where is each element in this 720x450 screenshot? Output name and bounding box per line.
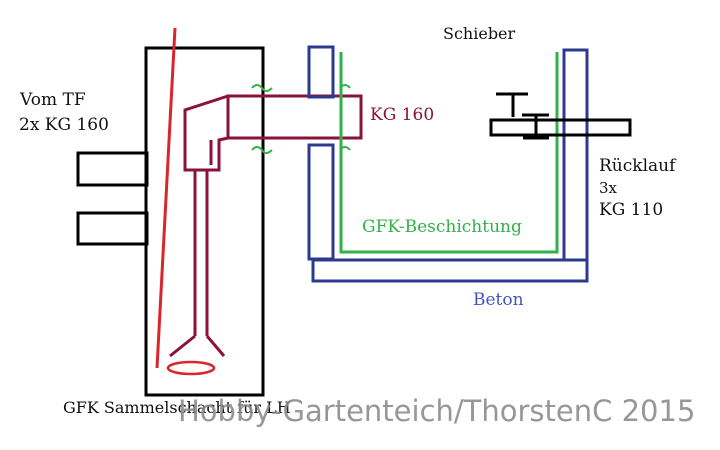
label-ruecklauf-count: 3x [599,179,618,197]
label-beton: Beton [473,290,524,310]
label-vom-tf-pipes: 2x KG 160 [19,115,109,135]
gate-valve [489,92,632,140]
label-ruecklauf: Rücklauf [599,156,677,176]
label-kg160: KG 160 [370,105,434,125]
kg160-pipe-assembly [169,94,363,358]
inlet-pipe-upper [76,151,149,187]
label-sammelschacht: GFK Sammelschacht für LH [63,398,291,417]
air-line-red [155,27,177,369]
watermark-text: Hobby-Gartenteich/ThorstenC 2015 [178,394,695,428]
label-schieber: Schieber [443,24,516,43]
label-vom-tf: Vom TF [19,90,86,110]
label-ruecklauf-pipe: KG 110 [599,200,663,220]
inlet-pipe-lower [76,211,149,246]
label-gfk-coating: GFK-Beschichtung [362,217,522,237]
gfk-coating-line [339,52,559,254]
air-diffuser-red [166,360,216,376]
concrete-basin [307,45,589,283]
